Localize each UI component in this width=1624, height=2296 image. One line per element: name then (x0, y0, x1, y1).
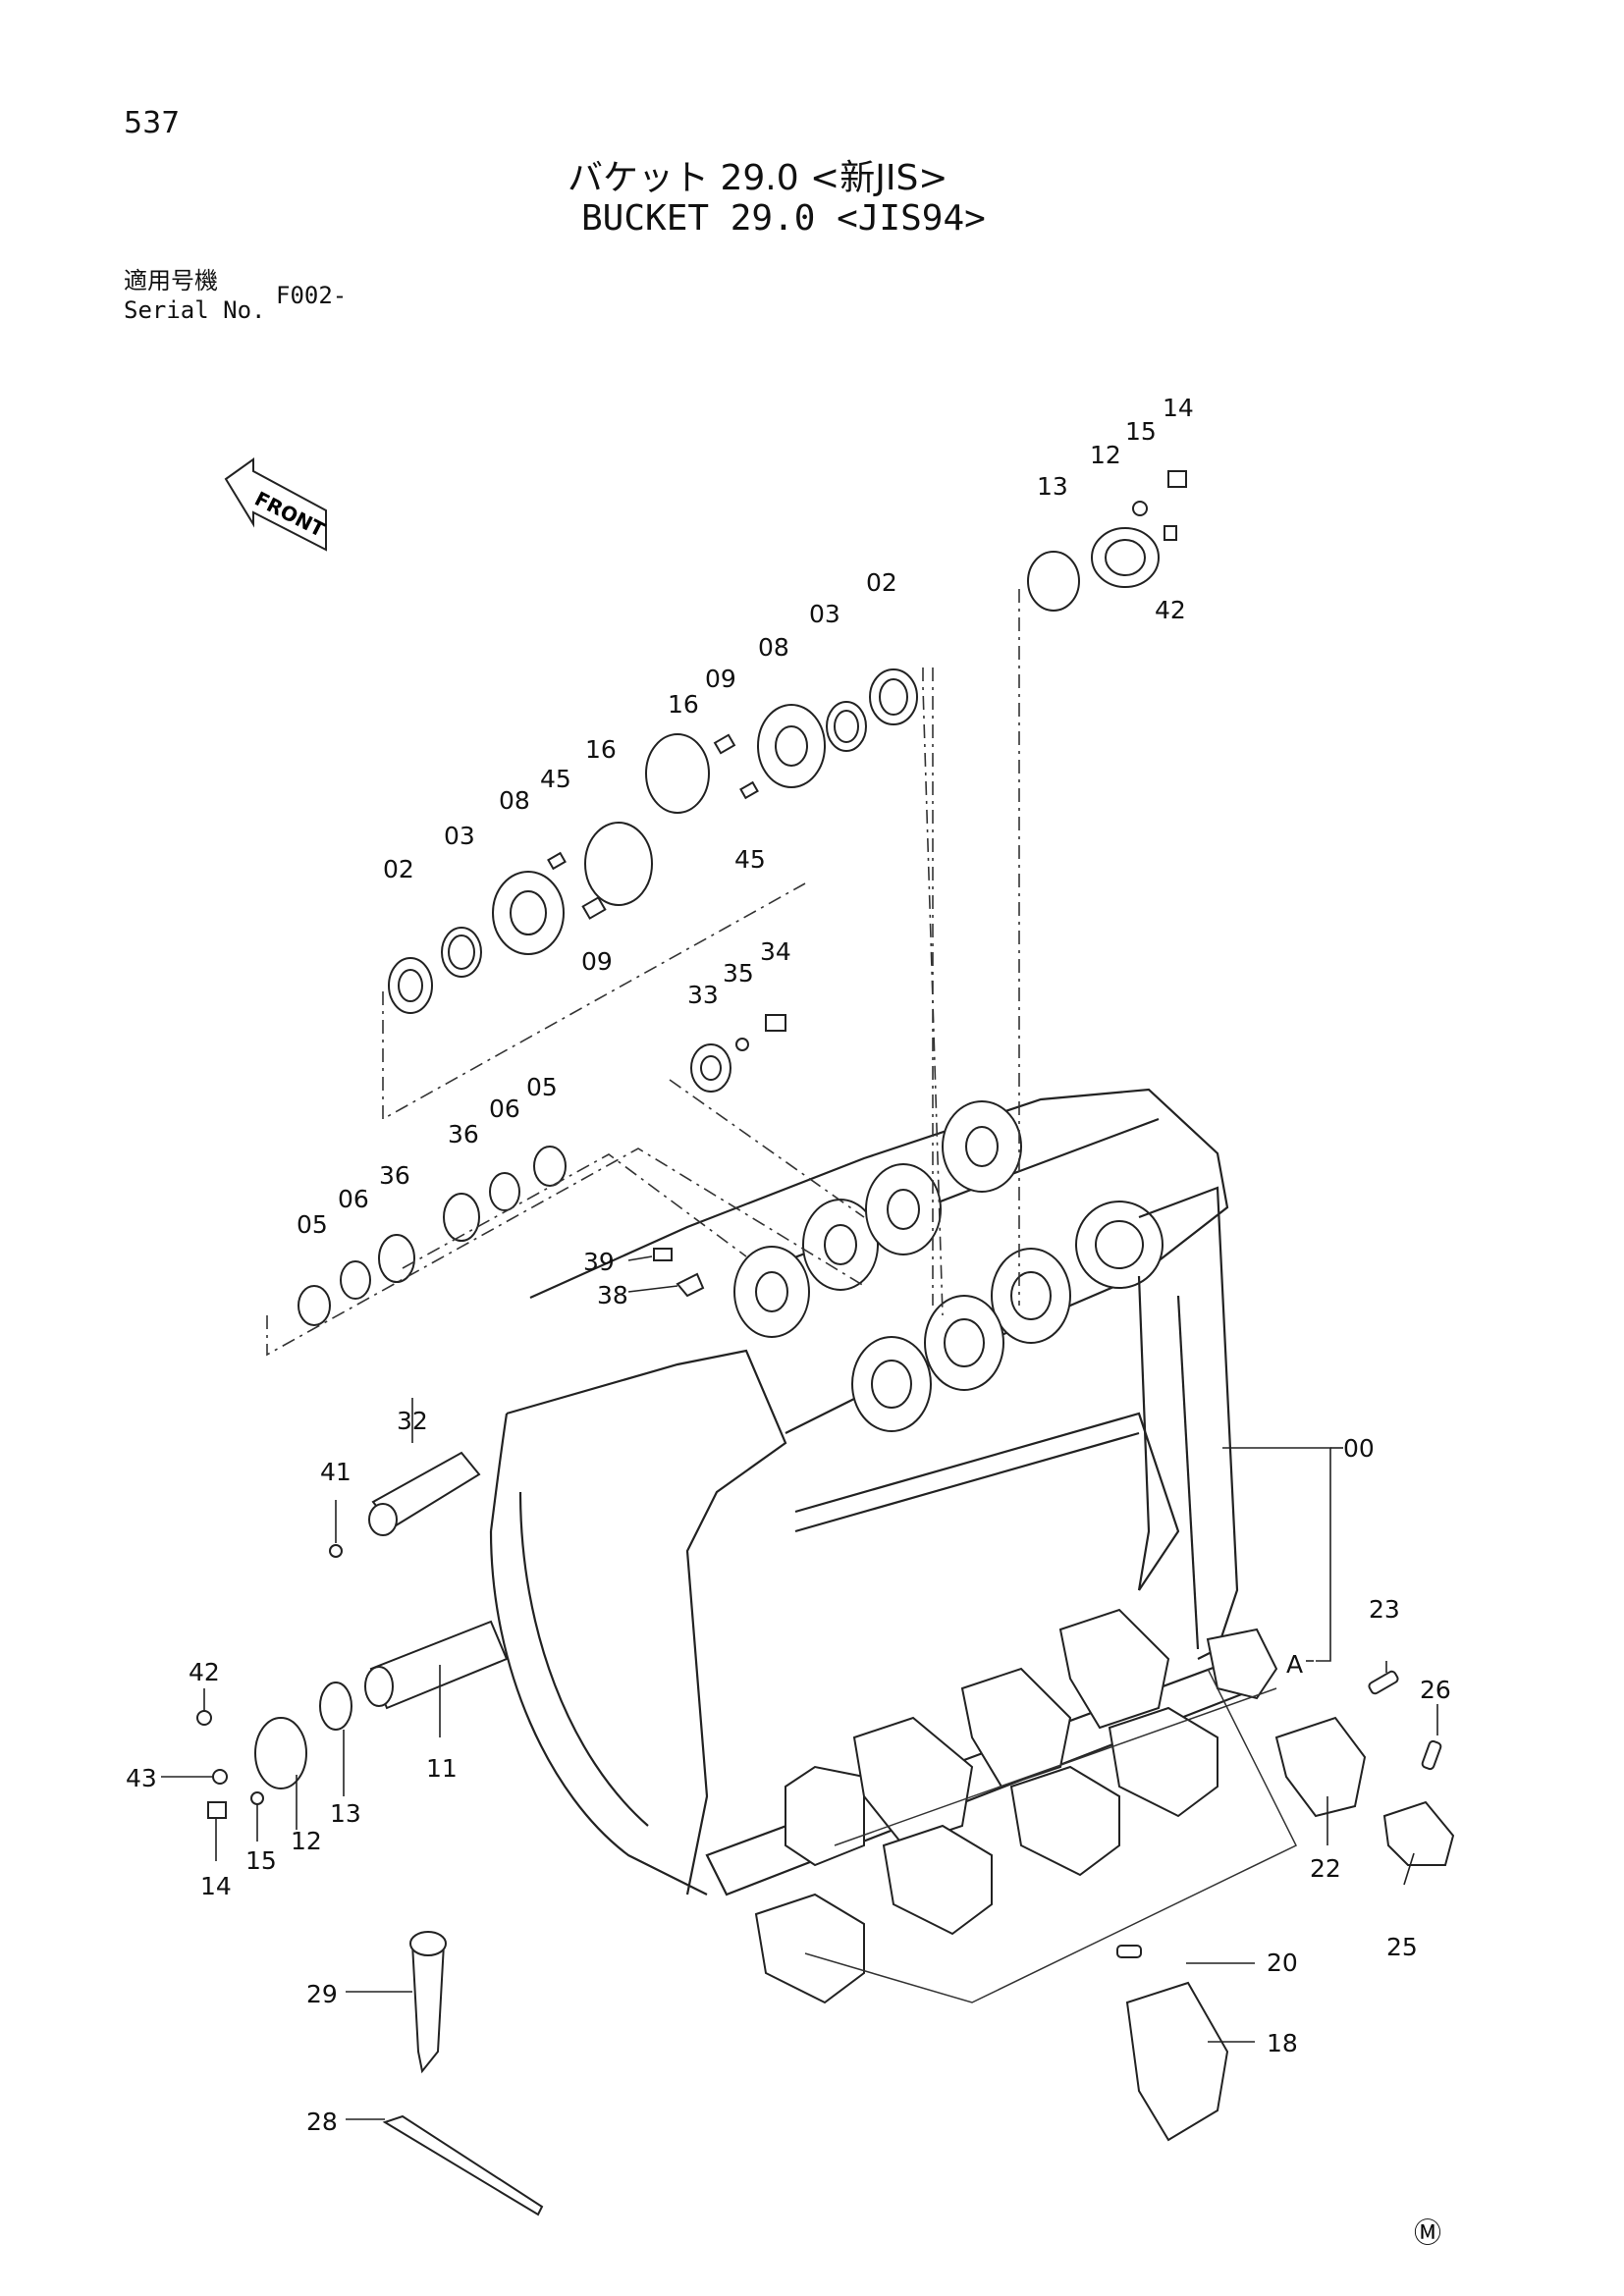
callout-23: 23 (1369, 1595, 1400, 1624)
callout-12-left: 12 (291, 1827, 322, 1855)
callout-13-left: 13 (330, 1799, 361, 1828)
callout-02-left: 02 (383, 855, 414, 883)
callout-03-right: 03 (809, 600, 840, 628)
callout-36-left: 36 (379, 1161, 410, 1190)
callout-05-right: 05 (526, 1073, 558, 1101)
serial-label-japanese: 適用号機 (124, 267, 218, 294)
callout-15-left: 15 (245, 1846, 277, 1875)
callout-45-left: 45 (540, 765, 571, 793)
callout-26: 26 (1420, 1676, 1451, 1704)
callout-32: 32 (397, 1407, 428, 1435)
callout-42-top: 42 (1155, 596, 1186, 624)
callout-08-left: 08 (499, 786, 530, 815)
callout-29: 29 (306, 1980, 338, 2008)
callout-36-right: 36 (448, 1120, 479, 1148)
callout-13-top: 13 (1037, 472, 1068, 501)
callout-28: 28 (306, 2108, 338, 2136)
callout-08-right: 08 (758, 633, 789, 662)
callout-15-top: 15 (1125, 417, 1157, 446)
marker-a: A (1286, 1650, 1303, 1679)
callout-labels: 00 A 02 03 08 45 16 09 16 09 08 03 02 45… (126, 394, 1451, 2136)
callout-20: 20 (1267, 1949, 1298, 1977)
callout-45-right: 45 (734, 845, 766, 874)
exploded-parts (196, 470, 1455, 2216)
callout-38: 38 (597, 1281, 628, 1309)
page-number: 537 (124, 106, 181, 140)
callout-18: 18 (1267, 2029, 1298, 2057)
callout-11: 11 (426, 1754, 458, 1783)
callout-12-top: 12 (1090, 441, 1121, 469)
serial-label-english: Serial No. (124, 296, 266, 324)
front-arrow-icon: FRONT (224, 457, 329, 552)
callout-09-right: 09 (705, 665, 736, 693)
callout-39: 39 (583, 1248, 615, 1276)
callout-35: 35 (723, 959, 754, 988)
callout-22: 22 (1310, 1854, 1341, 1883)
callout-03-left: 03 (444, 822, 475, 850)
bucket-body (489, 1088, 1298, 2004)
callout-09-left: 09 (581, 947, 613, 976)
title-english: BUCKET 29.0 <JIS94> (581, 198, 986, 239)
callout-06-left: 06 (338, 1185, 369, 1213)
callout-00: 00 (1343, 1434, 1375, 1463)
callout-42-left: 42 (189, 1658, 220, 1686)
callout-06-right: 06 (489, 1095, 520, 1123)
callout-33: 33 (687, 981, 719, 1009)
callout-14-top: 14 (1163, 394, 1194, 422)
callout-25: 25 (1386, 1933, 1418, 1961)
callout-43: 43 (126, 1764, 157, 1792)
callout-16-left: 16 (585, 735, 617, 764)
serial-number-value: F002- (276, 282, 348, 309)
footer-m-mark: Ⓜ (1414, 2216, 1441, 2249)
callout-14-left: 14 (200, 1872, 232, 1900)
callout-05-left: 05 (297, 1210, 328, 1239)
callout-34: 34 (760, 937, 791, 966)
assembly-lines (266, 589, 1020, 1357)
callout-41: 41 (320, 1458, 352, 1486)
leader-lines (161, 1255, 1438, 2120)
title-japanese: バケット 29.0 <新JIS> (568, 158, 948, 198)
callout-02-right: 02 (866, 568, 897, 597)
callout-16-right: 16 (668, 690, 699, 719)
